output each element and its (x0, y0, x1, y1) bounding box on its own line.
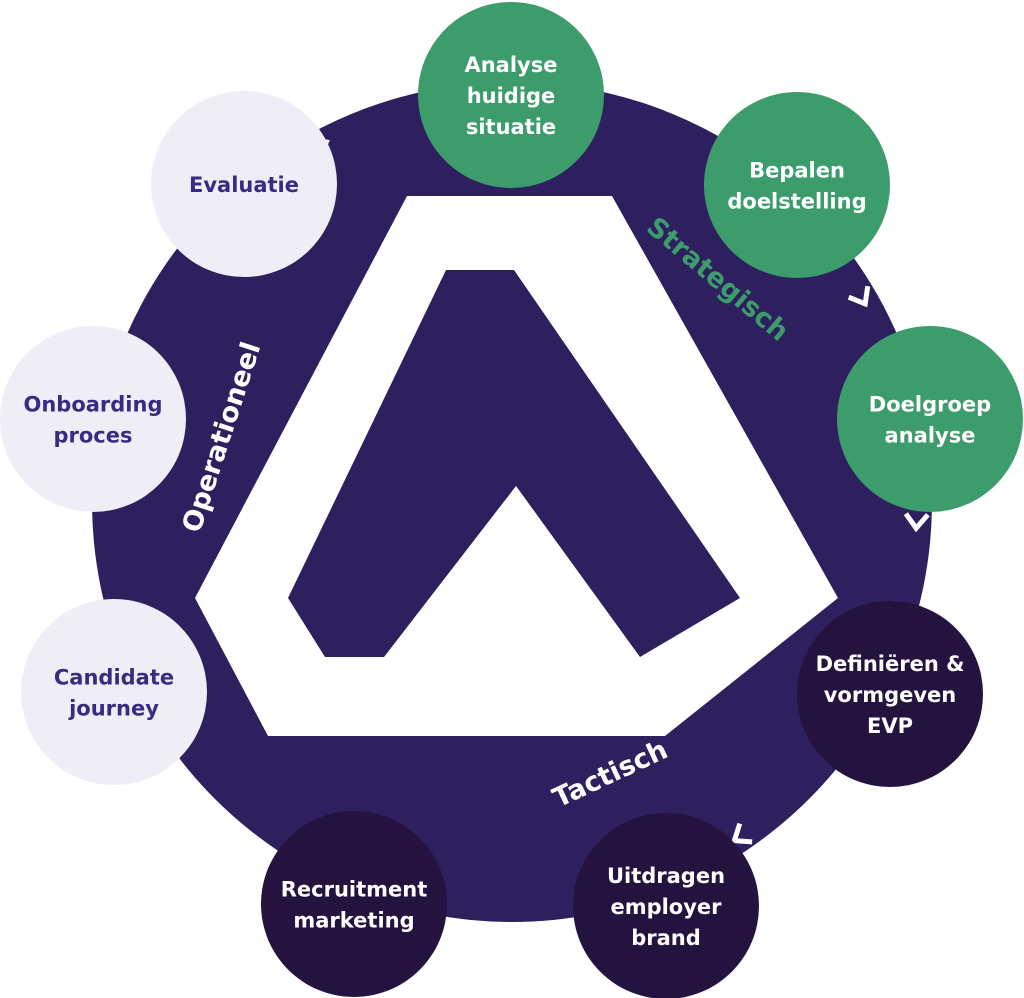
step-circle (573, 813, 759, 998)
step-bepalen-doelstelling: Bepalen doelstelling (704, 92, 890, 278)
step-label-line: Doelgroep (869, 393, 991, 417)
step-label-line: marketing (293, 909, 414, 933)
step-label-line: huidige (467, 84, 556, 108)
step-label-line: journey (68, 697, 159, 721)
step-label-line: analyse (885, 424, 976, 448)
step-evaluatie: Evaluatie (151, 91, 337, 277)
step-doelgroep-analyse: Doelgroep analyse (837, 326, 1023, 512)
step-analyse-huidige-situatie: Analyse huidige situatie (418, 2, 604, 188)
step-circle (837, 326, 1023, 512)
step-circle (418, 2, 604, 188)
step-onboarding-proces: Onboarding proces (0, 326, 186, 512)
step-label-line: Evaluatie (189, 173, 299, 197)
step-label-line: vormgeven (824, 683, 957, 707)
step-circle (797, 601, 983, 787)
step-label-line: proces (53, 424, 132, 448)
step-label-line: Analyse (464, 53, 557, 77)
step-recruitment-marketing: Recruitment marketing (261, 811, 447, 997)
step-label-line: Recruitment (281, 878, 428, 902)
step-label-line: situatie (466, 115, 556, 139)
step-circle (21, 599, 207, 785)
step-circle (261, 811, 447, 997)
step-label-line: Candidate (54, 666, 174, 690)
step-label-line: Onboarding (23, 393, 162, 417)
chevron-right-icon (731, 822, 753, 845)
chevron-right-icon (903, 512, 930, 533)
step-circle (0, 326, 186, 512)
center-logo-icon (195, 196, 838, 736)
step-circle (151, 91, 337, 277)
step-label-line: Bepalen (749, 159, 845, 183)
step-label-line: EVP (867, 714, 913, 738)
step-circle (704, 92, 890, 278)
step-label-line: doelstelling (727, 190, 866, 214)
step-label-line: brand (631, 926, 701, 950)
step-label-line: Uitdragen (607, 864, 725, 888)
step-candidate-journey: Candidate journey (21, 599, 207, 785)
step-uitdragen-employer-brand: Uitdragen employer brand (573, 813, 759, 998)
step-label-line: Definiëren & (816, 652, 965, 676)
chevron-right-icon (847, 285, 871, 308)
step-label-line: employer (610, 895, 722, 919)
